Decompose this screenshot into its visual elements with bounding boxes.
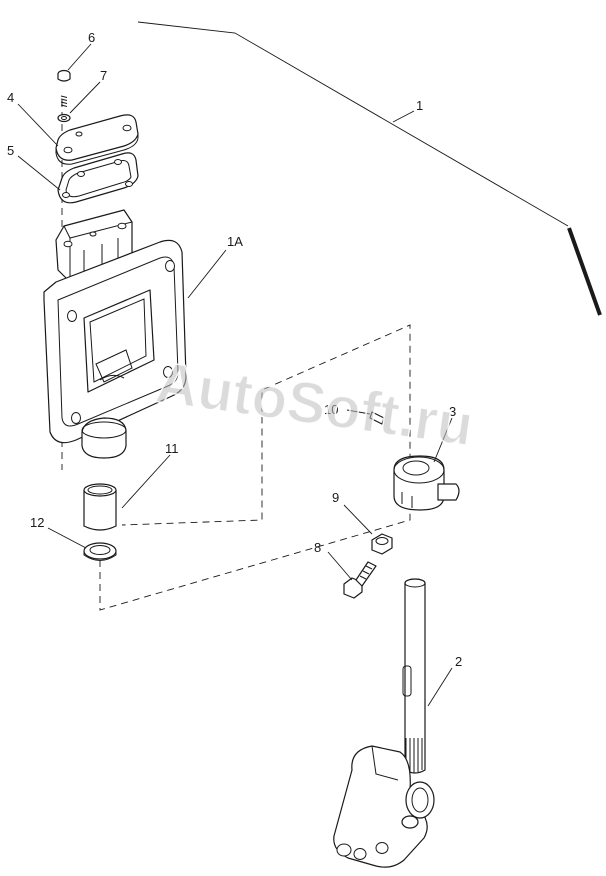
part-1a-shifter-housing (43, 209, 187, 459)
callout-12: 12 (30, 515, 44, 530)
leader-lines (17, 43, 453, 707)
callout-2: 2 (455, 654, 462, 669)
part-9-washer (371, 533, 393, 555)
callout-11: 11 (165, 441, 179, 456)
callout-labels: 1 1A 2 3 4 5 6 7 8 9 10 11 12 (7, 30, 462, 669)
part-7-spring (57, 95, 71, 123)
callout-5: 5 (7, 143, 14, 158)
part-12-seal-ring (83, 542, 117, 561)
callout-1a: 1A (227, 234, 243, 249)
watermark-text: AutoSoft.ru (152, 350, 477, 459)
assembly-bracket-line (137, 21, 602, 316)
callout-6: 6 (88, 30, 95, 45)
part-5-gasket (57, 152, 139, 204)
callout-4: 4 (7, 90, 14, 105)
assembly-guide-lines (61, 100, 411, 611)
part-6-screw (57, 69, 71, 82)
callout-10: 10 (324, 402, 338, 417)
part-3-lever-clamp (393, 455, 460, 511)
part-2-shift-shaft (333, 578, 435, 868)
callout-1: 1 (416, 98, 423, 113)
callout-9: 9 (332, 490, 339, 505)
callout-8: 8 (314, 540, 321, 555)
part-11-bushing (83, 483, 117, 531)
part-4-cover-plate (55, 114, 139, 165)
callout-7: 7 (100, 68, 107, 83)
part-8-bolt (343, 561, 377, 599)
part-10-key (369, 411, 385, 425)
callout-3: 3 (449, 404, 456, 419)
